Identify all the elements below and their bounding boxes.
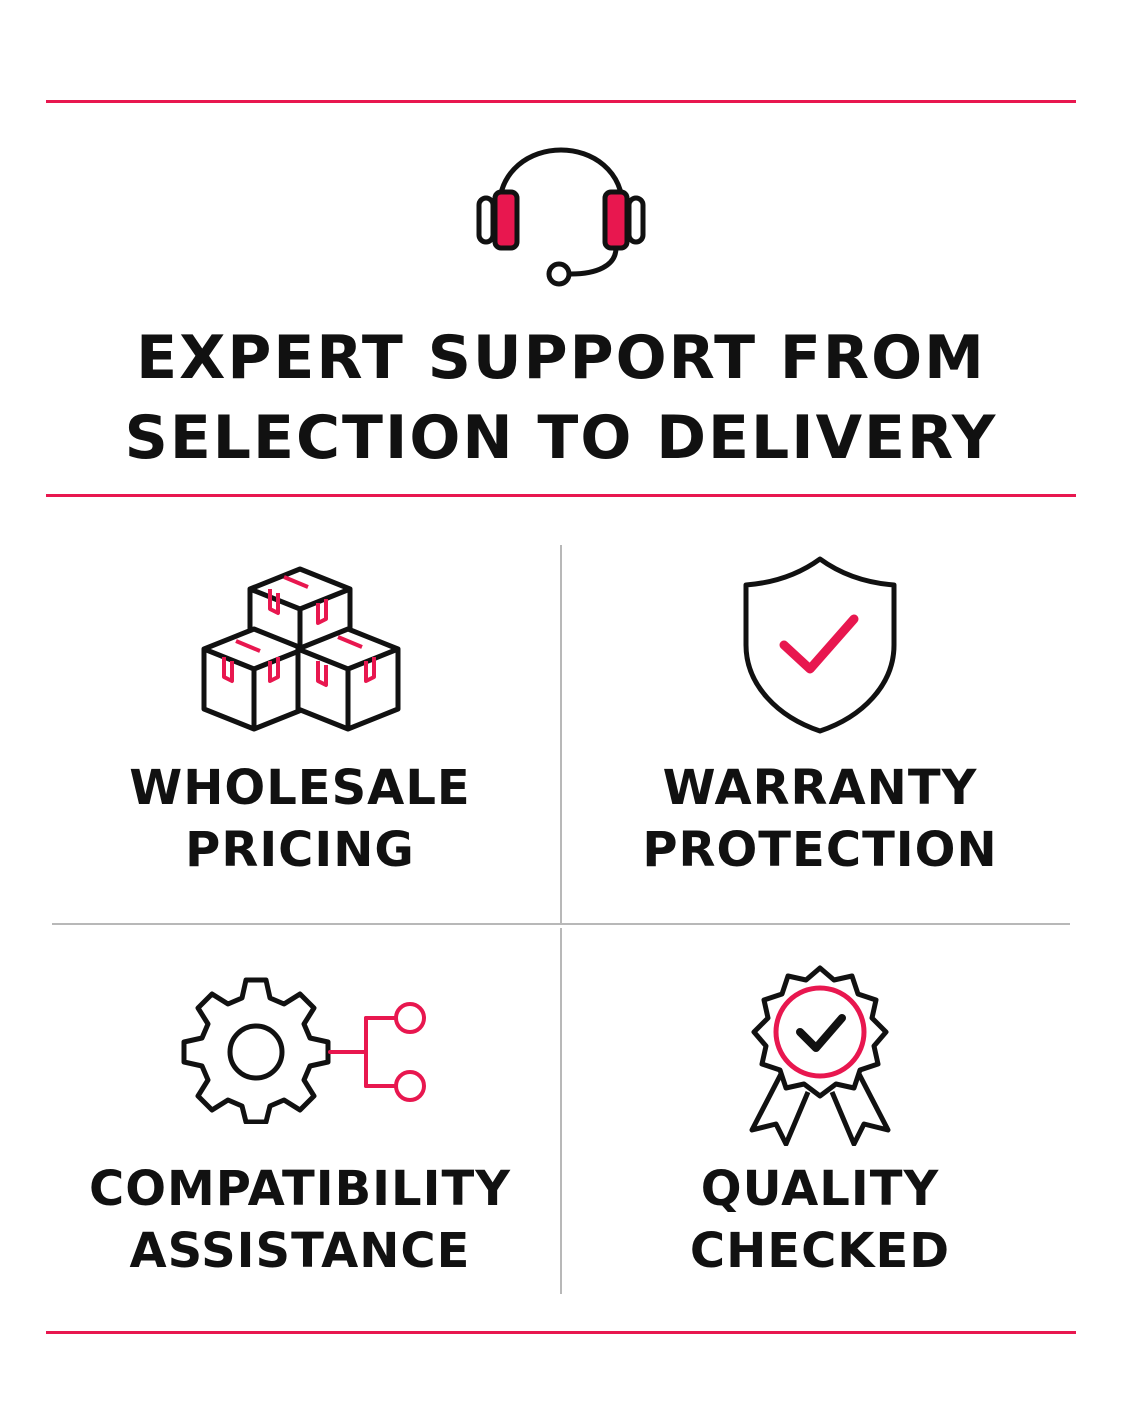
feature-label-line-2: PRICING [185,822,415,878]
feature-label-line-1: WARRANTY [662,760,978,816]
vertical-divider-lower [560,928,562,1294]
middle-accent-rule [46,494,1076,497]
feature-label: COMPATIBILITY ASSISTANCE [50,1158,550,1282]
boxes-icon [201,566,401,732]
feature-label-line-2: PROTECTION [642,822,998,878]
award-badge-icon [749,965,891,1146]
feature-warranty-protection: WARRANTY PROTECTION [570,545,1070,923]
feature-label-line-2: ASSISTANCE [129,1223,471,1279]
feature-quality-checked: QUALITY CHECKED [570,928,1070,1328]
bottom-accent-rule [46,1331,1076,1334]
page-title: EXPERT SUPPORT FROM SELECTION TO DELIVER… [0,318,1122,478]
feature-compatibility-assistance: COMPATIBILITY ASSISTANCE [50,928,550,1328]
feature-label-line-2: CHECKED [689,1223,951,1279]
top-accent-rule [46,100,1076,103]
shield-check-icon [743,556,897,734]
feature-label: QUALITY CHECKED [570,1158,1070,1282]
feature-wholesale-pricing: WHOLESALE PRICING [50,545,550,923]
headset-icon [476,147,646,287]
feature-label-line-1: WHOLESALE [129,760,471,816]
page-title-line-2: SELECTION TO DELIVERY [124,403,998,473]
feature-label-line-1: QUALITY [700,1161,940,1217]
feature-label-line-1: COMPATIBILITY [89,1161,511,1217]
vertical-divider-upper [560,545,562,923]
page-title-line-1: EXPERT SUPPORT FROM [136,323,986,393]
horizontal-divider [52,923,1070,925]
feature-label: WARRANTY PROTECTION [570,757,1070,881]
gear-network-icon [181,977,426,1124]
feature-label: WHOLESALE PRICING [50,757,550,881]
